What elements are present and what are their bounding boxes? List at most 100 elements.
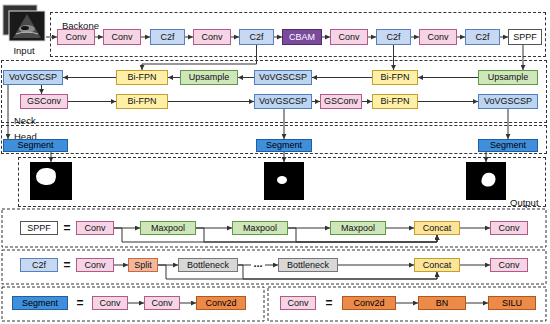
output-mask: [264, 162, 304, 200]
flow-arrow: [386, 228, 414, 229]
region-band: HeadSegmentSegmentSegment: [1, 125, 547, 154]
block-label: SILU: [502, 299, 522, 308]
block-label: Conv: [111, 33, 132, 42]
block-label: Bi-FPN: [381, 73, 410, 82]
c2f-block: C2f: [150, 29, 185, 45]
block-label: VoVGSCSP: [259, 73, 307, 82]
region-band: BackoneConvConvC2fConvC2fCBAMConvC2fConv…: [50, 12, 546, 57]
block-label: Conv: [65, 33, 86, 42]
definition-frame: [2, 209, 546, 247]
conv-block: Conv: [193, 29, 231, 45]
block-label: VoVGSCSP: [9, 73, 57, 82]
block-label: BN: [436, 299, 449, 308]
flow-arrow: [41, 85, 42, 94]
region-band: NeckVoVGSCSPBi-FPNUpsampleVoVGSCSPBi-FPN…: [1, 60, 547, 123]
block-label: Bottleneck: [187, 261, 229, 270]
flow-arrow: [141, 37, 150, 38]
cbam-block: CBAM: [282, 29, 322, 45]
block-label: Bi-FPN: [128, 73, 157, 82]
segment-block: Segment: [478, 139, 538, 152]
block-label: SPPF: [27, 224, 51, 233]
block-label: Conv: [201, 33, 222, 42]
bifpn-block: Bi-FPN: [372, 94, 418, 109]
flow-arrow: [411, 37, 419, 38]
flow-arrow: [142, 45, 257, 70]
layer-block: SILU: [488, 296, 536, 310]
flow-arrow: [523, 45, 524, 70]
flow-arrow: [114, 265, 128, 266]
flow-arrow: [457, 37, 465, 38]
flow-arrow: [312, 101, 320, 102]
flow-arrow: [8, 85, 9, 139]
layer-block: Conv2d: [196, 296, 246, 310]
block-label: Conv2d: [205, 299, 236, 308]
concat-block: Concat: [414, 258, 460, 272]
block-label: C2f: [249, 33, 263, 42]
block-label: Conv: [338, 33, 359, 42]
conv-block: Conv: [280, 296, 316, 310]
flow-arrow: [168, 77, 180, 78]
flow-arrow: [68, 101, 116, 102]
block-label: Maxpool: [151, 224, 185, 233]
input-arrow: [46, 37, 57, 38]
block-label: Segment: [490, 141, 526, 150]
block-label: VoVGSCSP: [259, 97, 307, 106]
flow-arrow: [500, 37, 508, 38]
bifpn-block: Bi-FPN: [372, 70, 418, 85]
conv-block: Conv: [490, 221, 528, 235]
c2f-block: C2f: [239, 29, 274, 45]
flow-arrow: [274, 37, 282, 38]
maxpool-block: Maxpool: [140, 221, 196, 235]
block-label: VoVGSCSP: [484, 97, 532, 106]
c2f-block: C2f: [376, 29, 411, 45]
ellipsis-label: ...: [251, 258, 264, 269]
block-label: Bi-FPN: [381, 97, 410, 106]
block-label: Upsample: [189, 73, 230, 82]
input-label: Input: [13, 46, 34, 56]
block-label: Conv: [498, 224, 519, 233]
vovgscsp-block: VoVGSCSP: [254, 94, 312, 109]
flow-arrow: [460, 265, 490, 266]
flow-arrow: [362, 101, 372, 102]
vovgscsp-block: VoVGSCSP: [254, 70, 312, 85]
upsample-block: Upsample: [478, 70, 538, 85]
block-label: Conv: [84, 261, 105, 270]
flow-arrow: [393, 45, 394, 70]
bifpn-block: Bi-FPN: [116, 70, 168, 85]
conv-block: Conv: [144, 296, 180, 310]
output-mask: [466, 162, 506, 200]
conv-block: Conv: [330, 29, 368, 45]
block-label: Conv: [151, 299, 172, 308]
segment-block: Segment: [3, 139, 68, 152]
flow-arrow: [418, 101, 478, 102]
definition-frame: [268, 287, 546, 321]
flow-arrow: [338, 265, 414, 266]
gsconv-block: GSConv: [20, 94, 68, 109]
region-band: Output: [18, 157, 546, 207]
block-label: Bottleneck: [287, 261, 329, 270]
block-label: Upsample: [488, 73, 529, 82]
block-label: C2f: [386, 33, 400, 42]
block-label: Conv: [99, 299, 120, 308]
flow-arrow: [322, 37, 330, 38]
definition-frame: [2, 250, 546, 284]
bifpn-block: Bi-FPN: [116, 94, 168, 109]
block-label: Maxpool: [341, 224, 375, 233]
flow-arrow: [238, 77, 254, 78]
maxpool-block: Maxpool: [232, 221, 288, 235]
block-label: C2f: [475, 33, 489, 42]
block-label: CBAM: [289, 33, 315, 42]
block-label: Bi-FPN: [128, 97, 157, 106]
block-label: Conv2d: [353, 299, 384, 308]
flow-arrow: [128, 303, 144, 304]
conv-block: Conv: [419, 29, 457, 45]
block-label: Split: [134, 261, 152, 270]
definition-frame: [2, 287, 264, 321]
flow-arrow: [418, 77, 478, 78]
flow-arrow: [460, 228, 490, 229]
vovgscsp-block: VoVGSCSP: [478, 94, 538, 109]
split-block: Split: [128, 258, 158, 272]
block-label: Maxpool: [243, 224, 277, 233]
